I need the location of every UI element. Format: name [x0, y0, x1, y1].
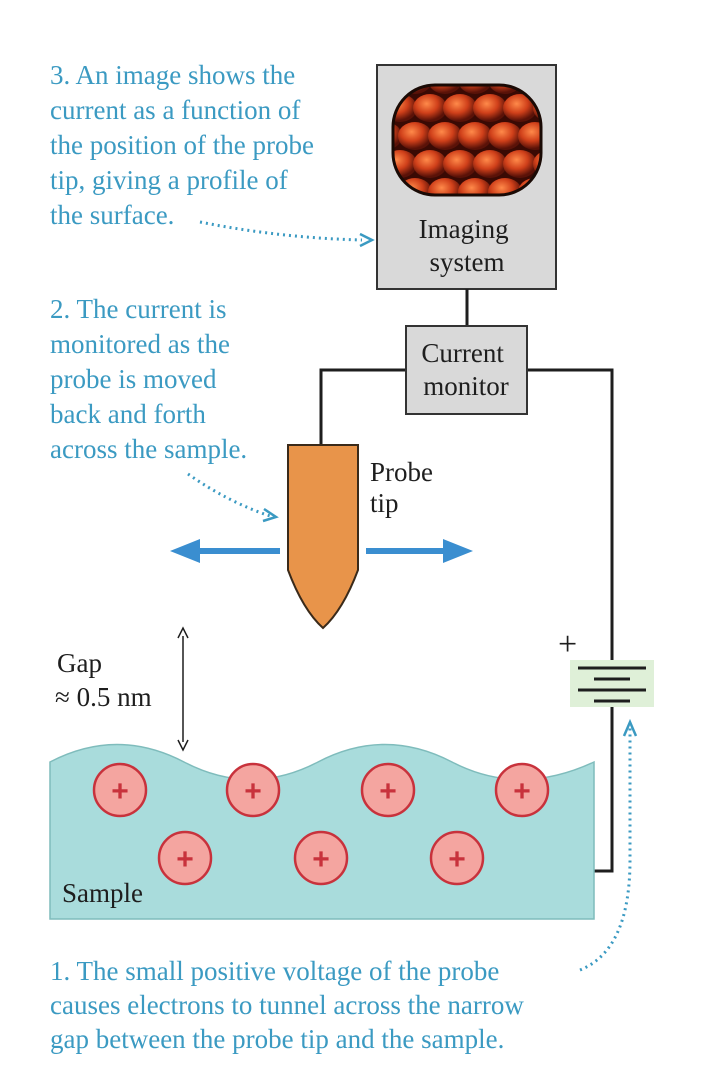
caption-step-1: 1. The small positive voltage of the pro… [50, 956, 531, 1054]
svg-text:+: + [244, 775, 262, 808]
battery-plus-sign: + [558, 626, 577, 663]
imaging-system-label: Imaging system [419, 214, 516, 277]
svg-text:+: + [448, 843, 466, 876]
probe-tip [287, 444, 359, 630]
svg-text:+: + [513, 775, 531, 808]
wire-monitor-probe [319, 368, 406, 445]
wire-monitor-battery [527, 368, 614, 660]
battery-icon [570, 660, 654, 707]
positive-ion-icon: + [360, 762, 416, 818]
caption-3-arrowhead-icon [359, 232, 375, 248]
caption-3-pointer [199, 220, 363, 242]
positive-ion-icon: + [157, 830, 213, 886]
svg-text:+: + [176, 843, 194, 876]
positive-ion-icon: + [92, 762, 148, 818]
current-monitor-box [405, 325, 528, 415]
positive-ion-icon: + [293, 830, 349, 886]
svg-text:+: + [379, 775, 397, 808]
caption-2-arrowhead-icon [262, 507, 279, 523]
ion-group: + + + + + + + [92, 762, 550, 886]
sample-label: Sample [62, 878, 143, 908]
caption-1-pointer [579, 728, 632, 972]
probe-tip-label: Probe tip [370, 457, 440, 518]
current-monitor-label: Current monitor [421, 338, 510, 401]
positive-ion-icon: + [429, 830, 485, 886]
positive-ion-icon: + [225, 762, 281, 818]
vertical-double-arrow-icon [177, 626, 189, 752]
double-horizontal-arrow-icon [170, 539, 473, 563]
positive-ion-icon: + [494, 762, 550, 818]
svg-text:+: + [111, 775, 129, 808]
caption-step-3: 3. An image shows the current as a funct… [50, 60, 321, 230]
caption-step-2: 2. The current is monitored as the probe… [50, 294, 247, 464]
wire-battery-sample [594, 705, 614, 873]
gap-label: Gap ≈ 0.5 nm [55, 648, 152, 712]
caption-1-arrowhead-icon [622, 718, 638, 737]
caption-2-pointer [187, 472, 271, 518]
svg-text:+: + [312, 843, 330, 876]
